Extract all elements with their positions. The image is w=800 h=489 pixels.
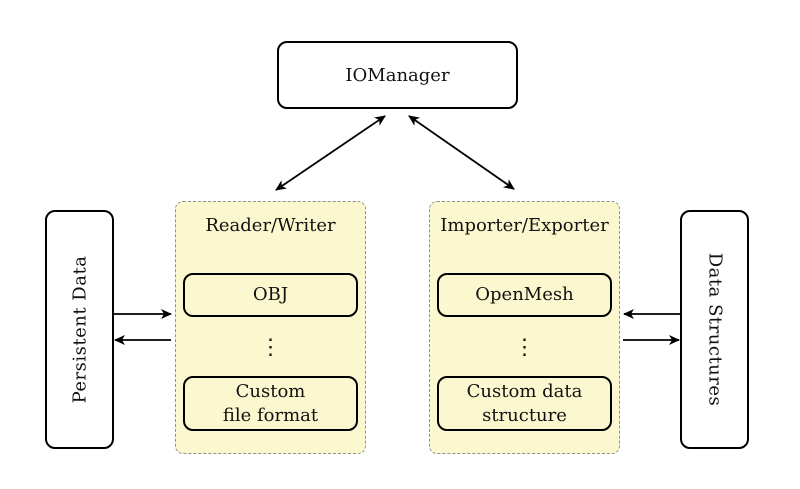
- node-custom-file-format: Custom file format: [183, 376, 358, 431]
- node-obj: OBJ: [183, 273, 358, 317]
- persistent-data-label: Persistent Data: [69, 255, 91, 404]
- importer-exporter-title: Importer/Exporter: [440, 215, 609, 236]
- node-data-structures: Data Structures: [680, 210, 749, 449]
- arrow-iomanager-importer-exporter: [408, 115, 515, 190]
- arrow-iomanager-reader-writer: [275, 115, 386, 191]
- node-custom-data-structure: Custom data structure: [437, 376, 612, 431]
- node-iomanager: IOManager: [277, 41, 518, 109]
- data-structures-label: Data Structures: [704, 252, 726, 407]
- reader-writer-title: Reader/Writer: [205, 215, 336, 236]
- iomanager-label: IOManager: [345, 64, 450, 86]
- group-reader-writer: Reader/Writer OBJ ⋮ Custom file format: [175, 201, 366, 454]
- node-persistent-data: Persistent Data: [45, 210, 114, 449]
- reader-writer-ellipsis: ⋮: [259, 334, 282, 360]
- node-openmesh: OpenMesh: [437, 273, 612, 317]
- importer-exporter-ellipsis: ⋮: [513, 334, 536, 360]
- group-importer-exporter: Importer/Exporter OpenMesh ⋮ Custom data…: [429, 201, 620, 454]
